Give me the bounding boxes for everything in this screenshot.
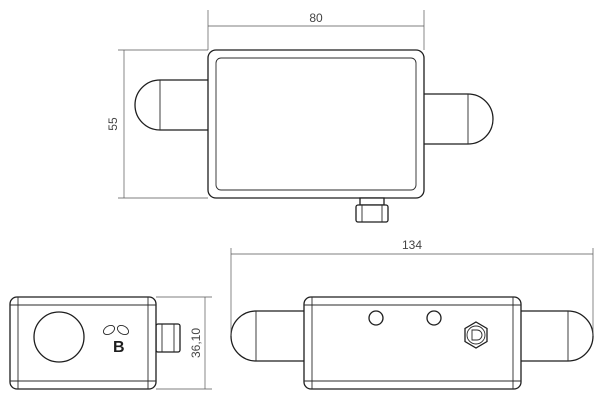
side-view: B: [9, 296, 181, 390]
front-connector-hex: [464, 321, 488, 349]
front-body: [303, 296, 522, 390]
front-left-dome: [230, 310, 304, 362]
top-body-inner: [215, 57, 417, 191]
dimension-36-10: 36,10: [156, 296, 212, 390]
mounting-hole: [368, 310, 384, 326]
mounting-hole: [426, 310, 442, 326]
dimension-134: 134: [230, 238, 594, 336]
logo-letter: B: [113, 339, 125, 356]
side-connector: [155, 323, 181, 353]
bee-logo: B: [102, 324, 130, 356]
top-view: [134, 49, 494, 223]
top-connector-nut: [355, 204, 389, 223]
dim-55-label: 55: [106, 117, 120, 131]
dim-80-label: 80: [309, 11, 323, 25]
dimension-80: 80: [207, 10, 425, 50]
front-right-dome: [521, 310, 594, 362]
top-right-dome: [424, 93, 494, 145]
front-connector-pin: [471, 329, 483, 341]
front-view: [230, 296, 594, 390]
top-body-outer: [207, 49, 425, 199]
dim-36-10-label: 36,10: [189, 328, 203, 358]
top-connector-base: [359, 197, 385, 206]
dimension-55: 55: [106, 49, 208, 199]
dim-134-label: 134: [402, 238, 422, 252]
side-dome-circle: [33, 311, 85, 363]
front-connector-ring: [466, 325, 486, 345]
top-left-dome: [134, 79, 208, 131]
